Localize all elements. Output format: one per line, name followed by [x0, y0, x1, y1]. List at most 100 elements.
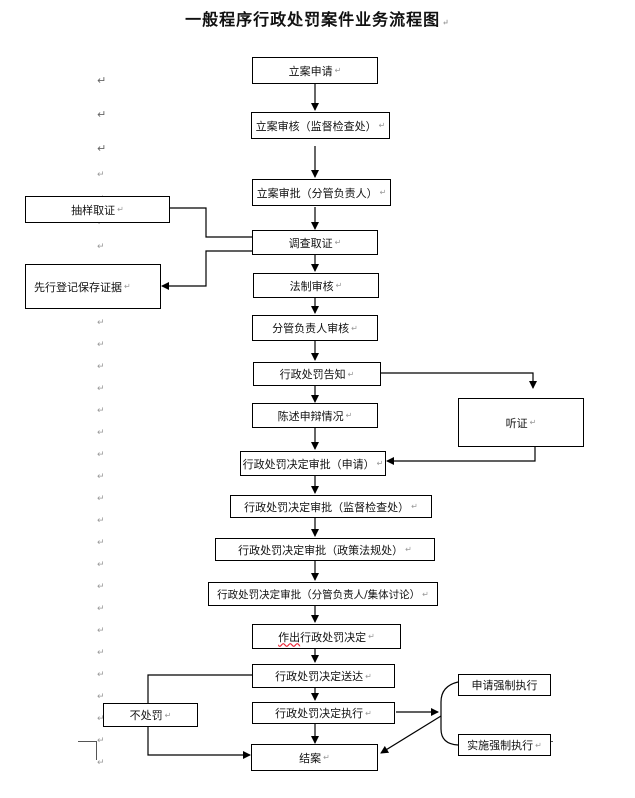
- node-label: 法制审核: [289, 279, 334, 293]
- arrow-nopenalty-close: [147, 727, 251, 759]
- node-label: 不处罚: [129, 709, 163, 722]
- node-decision-approval-supervision: 行政处罚决定审批（监督检查处）↵: [230, 495, 432, 518]
- para-mark: ↵: [97, 142, 107, 155]
- arrow-enforce-close: [380, 715, 442, 754]
- page-corner-mark: [78, 741, 97, 760]
- node-label: 行政处罚决定: [300, 630, 367, 644]
- node-label: 立案申请: [288, 64, 333, 78]
- para-mark: ↵: [365, 671, 372, 681]
- node-label: 行政处罚决定执行: [275, 707, 364, 720]
- para-mark: ↵: [334, 66, 342, 75]
- node-label: 行政处罚决定审批（政策法规处）: [238, 543, 404, 557]
- enforce-bracket: [440, 681, 459, 746]
- para-mark: ↵: [124, 282, 131, 291]
- para-mark: ↵: [97, 218, 105, 228]
- para-mark: ↵: [97, 670, 105, 680]
- node-label: 行政处罚决定审批（分管负责人/集体讨论）: [217, 588, 421, 601]
- para-mark: ↵: [97, 582, 105, 592]
- para-mark: ↵: [334, 238, 342, 247]
- node-label: 立案审批（分管负责人）: [256, 186, 378, 200]
- para-mark: ↵: [351, 323, 358, 333]
- node-label: 作出: [278, 630, 301, 644]
- para-mark: ↵: [411, 502, 418, 511]
- line-deliver-nopenalty: [147, 674, 252, 703]
- node-sampling: 抽样取证↵: [25, 196, 170, 223]
- node-decision-approval-leader: 行政处罚决定审批（分管负责人/集体讨论）↵: [208, 582, 438, 606]
- arrow-notice-hearing: [381, 372, 537, 389]
- node-evidence-preservation: 先行登记保存证据↵: [25, 264, 161, 309]
- para-mark: ↵: [97, 406, 105, 416]
- node-penalty-notice: 行政处罚告知↵: [253, 362, 381, 386]
- para-mark: ↵: [442, 17, 450, 27]
- node-label: 实施强制执行: [467, 739, 534, 752]
- para-mark: ↵: [368, 632, 375, 641]
- node-label: 行政处罚决定送达: [275, 670, 364, 683]
- page-title: 一般程序行政处罚案件业务流程图↵: [0, 6, 635, 30]
- para-mark: ↵: [97, 538, 105, 548]
- para-mark: ↵: [97, 692, 105, 702]
- para-mark: ↵: [97, 758, 105, 768]
- para-mark: ↵: [97, 340, 105, 350]
- para-mark: ↵: [97, 74, 107, 87]
- para-mark: ↵: [97, 472, 105, 482]
- node-label: 立案审核（监督检查处）: [255, 119, 377, 133]
- node-decision-approval-policy: 行政处罚决定审批（政策法规处）↵: [215, 538, 435, 561]
- node-decision-execution: 行政处罚决定执行↵: [252, 702, 395, 724]
- para-mark: ↵: [97, 384, 105, 394]
- para-mark: ↵: [345, 411, 353, 420]
- node-case-review: 立案审核（监督检查处）↵: [251, 112, 390, 139]
- node-label: 抽样取证: [71, 203, 116, 217]
- line-sampling-investigate: [170, 207, 252, 238]
- node-legal-review: 法制审核↵: [253, 273, 379, 298]
- para-mark: ↵: [97, 362, 105, 372]
- para-mark: ↵: [97, 242, 105, 252]
- para-mark: ↵: [97, 450, 105, 460]
- para-mark: ↵: [97, 494, 105, 504]
- para-mark: ↵: [97, 516, 105, 526]
- para-mark: ↵: [405, 545, 412, 554]
- para-mark: ↵: [117, 205, 124, 214]
- node-investigation: 调查取证↵: [252, 230, 378, 255]
- node-implement-enforcement: 实施强制执行↵: [458, 734, 551, 756]
- node-decision-delivery: 行政处罚决定送达↵: [252, 664, 395, 688]
- para-mark: ↵: [97, 318, 105, 328]
- para-mark: ↵: [97, 736, 105, 746]
- arrow-hearing-decision: [386, 447, 536, 465]
- title-text: 一般程序行政处罚案件业务流程图: [185, 10, 441, 29]
- node-defense-statement: 陈述申辩情况↵: [252, 403, 378, 428]
- node-case-application: 立案申请↵: [252, 57, 378, 84]
- node-label: 行政处罚告知: [279, 368, 346, 381]
- para-mark: ↵: [164, 710, 172, 720]
- node-label: 行政处罚决定审批（监督检查处）: [244, 500, 410, 514]
- node-make-decision: 作出行政处罚决定↵: [252, 624, 401, 649]
- node-decision-approval-application: 行政处罚决定审批（申请）↵: [240, 451, 386, 476]
- para-mark: ↵: [529, 418, 537, 427]
- para-mark: ↵: [379, 188, 387, 197]
- para-mark: ↵: [97, 428, 105, 438]
- node-leader-review: 分管负责人审核↵: [252, 315, 378, 341]
- para-mark: ↵: [97, 714, 105, 724]
- para-mark: ↵: [376, 459, 384, 468]
- para-mark: ↵: [323, 753, 330, 762]
- node-label: 申请强制执行: [471, 679, 538, 692]
- para-mark: ↵: [347, 369, 355, 379]
- node-apply-enforcement: 申请强制执行: [458, 674, 551, 696]
- para-mark: ↵: [365, 708, 372, 718]
- para-mark: ↵: [97, 626, 105, 636]
- node-label: 行政处罚决定审批（申请）: [242, 457, 375, 471]
- node-label: 陈述申辩情况: [277, 409, 344, 423]
- node-hearing: 听证↵: [458, 398, 584, 447]
- para-mark: ↵: [97, 604, 105, 614]
- node-no-penalty: 不处罚↵: [103, 703, 198, 727]
- para-mark: ↵: [97, 648, 105, 658]
- para-mark: ↵: [535, 740, 542, 750]
- arrow-investigate-preserve: [161, 250, 252, 290]
- node-case-approval: 立案审批（分管负责人）↵: [252, 179, 391, 206]
- para-mark: ↵: [422, 589, 429, 599]
- node-label: 先行登记保存证据: [34, 280, 122, 294]
- node-label: 结案: [299, 751, 322, 765]
- para-mark: ↵: [378, 121, 386, 130]
- para-mark: ↵: [335, 281, 343, 290]
- node-case-closed: 结案↵: [251, 744, 378, 771]
